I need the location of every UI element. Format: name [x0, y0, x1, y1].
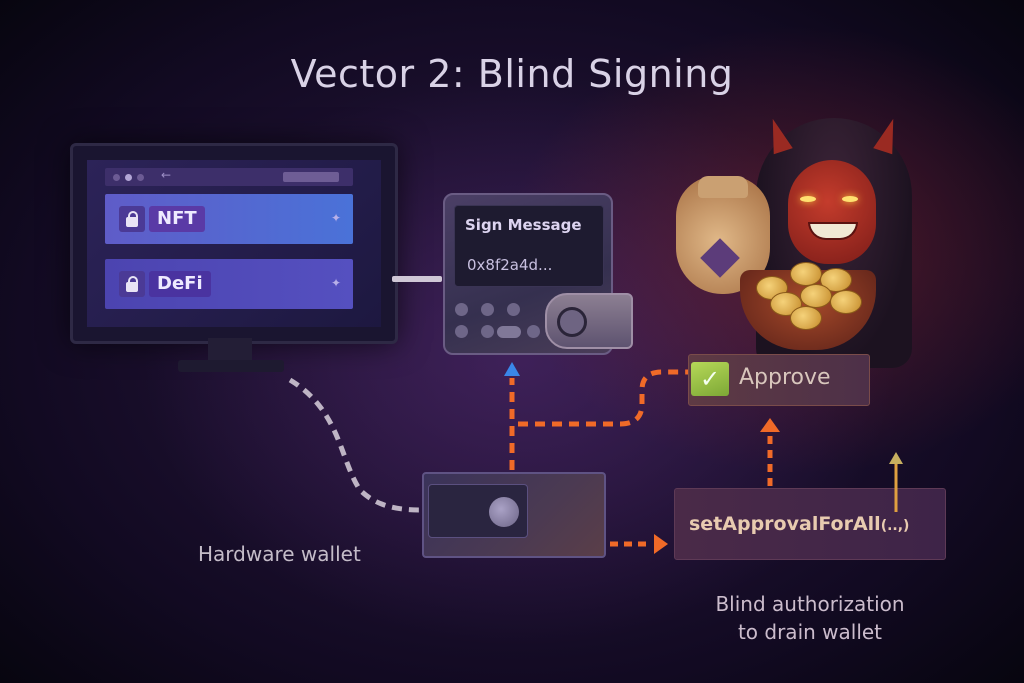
lock-icon — [119, 271, 145, 297]
device-button-icon — [455, 303, 468, 316]
function-name: setApprovalForAll — [689, 513, 881, 535]
page-title: Vector 2: Blind Signing — [290, 52, 734, 96]
device-button-icon — [507, 303, 520, 316]
arrow-right-icon — [654, 534, 668, 554]
hardware-wallet — [422, 472, 606, 558]
nft-label: NFT — [149, 206, 205, 232]
wallet-button-icon — [489, 497, 519, 527]
nft-row: NFT ✦ — [105, 194, 353, 244]
arrow-up-icon — [760, 418, 780, 432]
caption-line-1: Blind authorization — [715, 592, 905, 616]
hardware-wallet-label: Hardware wallet — [198, 542, 361, 566]
arrow-up-small-icon — [889, 452, 903, 464]
device-button-icon — [527, 325, 540, 338]
caption-line-2: to drain wallet — [737, 620, 883, 644]
arrow-to-approve — [518, 369, 688, 427]
browser-bar: ← — [105, 168, 353, 186]
sparkle-icon: ✦ — [330, 276, 341, 290]
back-arrow-icon: ← — [161, 168, 172, 182]
device-button-icon — [455, 325, 468, 338]
device-button-icon — [481, 303, 494, 316]
usb-key — [545, 293, 633, 349]
function-call-box: setApprovalForAll(..,) — [674, 488, 946, 560]
usb-key-button-icon — [557, 307, 587, 337]
browser-dot-icon — [125, 174, 132, 181]
monitor-base — [178, 360, 284, 372]
usb-cable — [392, 276, 442, 282]
function-args: (..,) — [880, 518, 910, 534]
glowing-eye-icon — [842, 196, 858, 202]
device-button-icon — [481, 325, 494, 338]
devil-face — [788, 160, 876, 264]
money-bag-top — [698, 176, 748, 198]
message-hash: 0x8f2a4d... — [467, 256, 553, 274]
device-button-icon — [497, 326, 521, 338]
arrow-up-blue-icon — [504, 362, 520, 376]
sparkle-icon: ✦ — [330, 211, 341, 225]
device-screen: Sign Message 0x8f2a4d... — [454, 205, 604, 287]
monitor-stand — [208, 338, 252, 360]
browser-dot-icon — [113, 174, 120, 181]
checkmark-icon: ✓ — [691, 362, 729, 396]
caption: Blind authorization to drain wallet — [690, 590, 930, 646]
browser-dot-icon — [137, 174, 144, 181]
defi-label: DeFi — [149, 271, 211, 297]
cable-path — [288, 377, 421, 513]
url-bar — [283, 172, 339, 182]
approve-button[interactable]: ✓ Approve — [688, 354, 870, 406]
coin-icon — [830, 290, 862, 314]
coin-icon — [790, 306, 822, 330]
wallet-panel — [428, 484, 528, 538]
lock-icon — [119, 206, 145, 232]
function-call-text: setApprovalForAll(..,) — [689, 513, 909, 535]
monitor: ← NFT ✦ DeFi ✦ — [70, 143, 398, 344]
sign-message-title: Sign Message — [465, 216, 582, 234]
defi-row: DeFi ✦ — [105, 259, 353, 309]
approve-label: Approve — [739, 365, 831, 390]
glowing-eye-icon — [800, 196, 816, 202]
